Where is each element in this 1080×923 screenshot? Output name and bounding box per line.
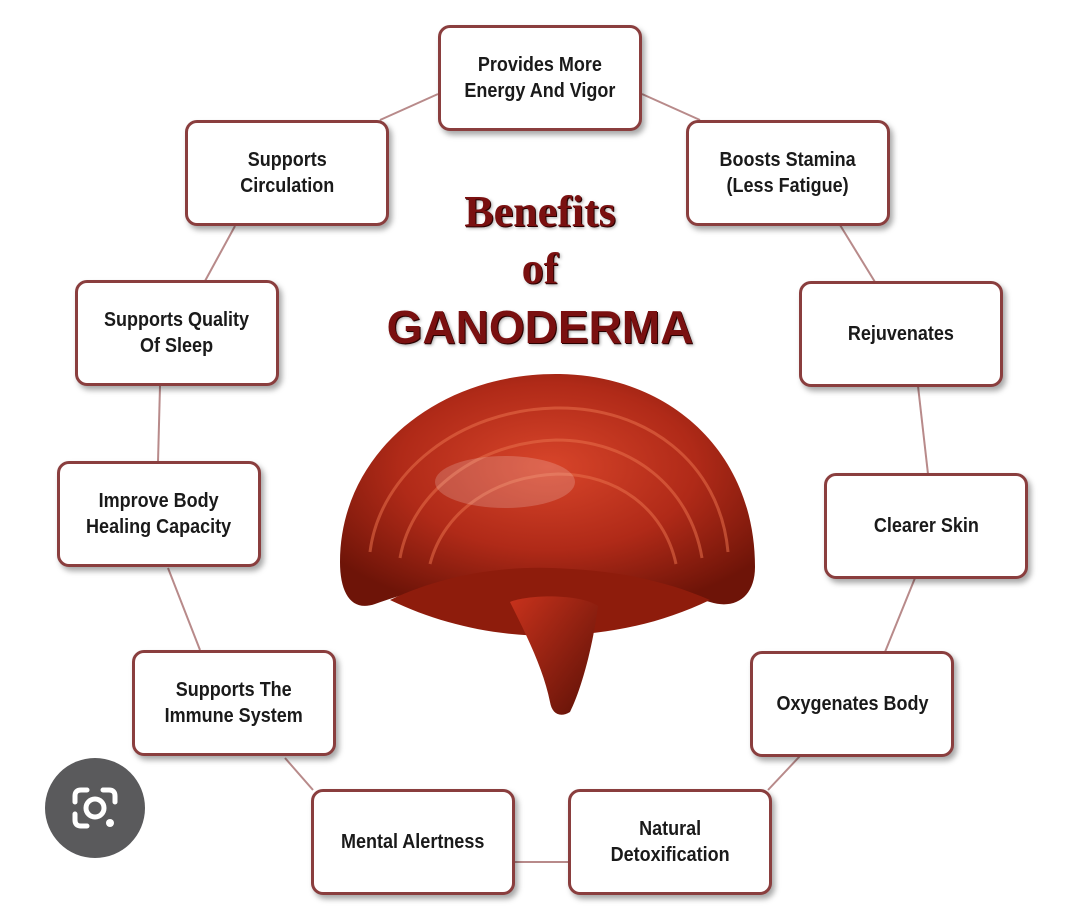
connector: [157, 385, 161, 463]
benefit-label: Improve Body Healing Capacity: [86, 490, 232, 538]
benefit-box-sleep: Supports Quality Of Sleep: [75, 280, 279, 386]
connector: [379, 93, 439, 121]
mushroom-highlight: [435, 456, 575, 508]
benefit-box-clearer-skin: Clearer Skin: [824, 473, 1028, 579]
benefit-label: Natural Detoxification: [610, 818, 730, 866]
connector: [917, 385, 929, 475]
benefit-label: Supports The Immune System: [164, 679, 304, 727]
benefit-box-circulation: Supports Circulation: [185, 120, 389, 226]
benefit-label: Oxygenates Body: [775, 693, 929, 715]
connector: [767, 755, 801, 791]
connector: [884, 577, 916, 653]
benefit-box-energy: Provides More Energy And Vigor: [438, 25, 642, 131]
benefit-label: Rejuvenates: [847, 323, 955, 345]
connector: [839, 224, 876, 283]
benefit-label: Mental Alertness: [341, 831, 485, 853]
benefit-box-mental-alertness: Mental Alertness: [311, 789, 515, 895]
mushroom-stem: [510, 596, 598, 715]
connector: [167, 567, 201, 651]
image-search-button[interactable]: [45, 758, 145, 858]
benefit-label: Supports Quality Of Sleep: [104, 309, 250, 357]
connector: [284, 757, 314, 791]
benefit-box-stamina: Boosts Stamina (Less Fatigue): [686, 120, 890, 226]
benefit-label: Clearer Skin: [873, 515, 979, 537]
benefit-box-oxygenates: Oxygenates Body: [750, 651, 954, 757]
title-benefits: Benefits: [464, 187, 616, 236]
title-ganoderma: GANODERMA: [386, 301, 694, 353]
benefit-label: Supports Circulation: [239, 149, 334, 197]
connector: [641, 93, 701, 121]
benefit-box-immune-system: Supports The Immune System: [132, 650, 336, 756]
connector: [204, 225, 236, 282]
title-of: of: [521, 244, 559, 293]
mushroom-ridges: [368, 406, 730, 565]
benefit-label: Boosts Stamina (Less Fatigue): [719, 149, 857, 197]
benefit-box-healing: Improve Body Healing Capacity: [57, 461, 261, 567]
ganoderma-mushroom: [340, 373, 755, 715]
camera-search-icon: [72, 787, 118, 829]
benefit-label: Provides More Energy And Vigor: [464, 54, 616, 102]
benefit-box-rejuvenates: Rejuvenates: [799, 281, 1003, 387]
benefit-box-detoxification: Natural Detoxification: [568, 789, 772, 895]
